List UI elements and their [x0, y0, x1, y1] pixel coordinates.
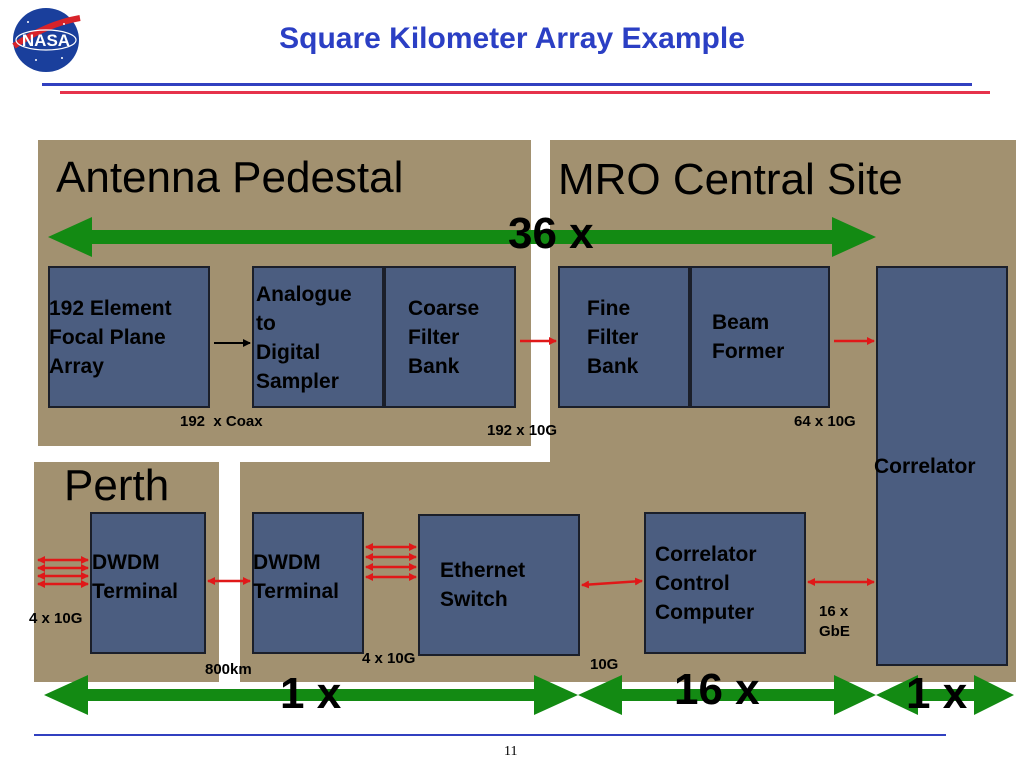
- correlator-control-computer-label: Correlator Control Computer: [655, 543, 757, 624]
- distance-label: 800km: [205, 661, 252, 678]
- computer-count-multiplier: 16 x: [674, 665, 760, 714]
- switch-to-computer-arrow: [581, 577, 643, 589]
- green-span-arrow-computers: [578, 675, 876, 715]
- focal-plane-array-label: 192 Element Focal Plane Array: [49, 297, 172, 378]
- adc-sampler-label: Analogue to Digital Sampler: [256, 283, 352, 393]
- dwdm-to-switch-arrows: [365, 543, 417, 581]
- dwdm-terminal-site-label: DWDM Terminal: [253, 551, 339, 603]
- ethernet-switch-label: Ethernet Switch: [440, 559, 526, 611]
- fine-filter-bank-label: Fine Filter Bank: [587, 297, 639, 378]
- switch-4x10g-link-label: 4 x 10G: [362, 650, 416, 667]
- correlator-control-computer-block: [644, 512, 806, 654]
- dwdm-terminal-site-block: [252, 512, 364, 654]
- perth-label: Perth: [64, 461, 170, 510]
- focal-plane-array-block: [48, 266, 210, 408]
- svg-text:NASA: NASA: [22, 31, 70, 50]
- gbe-16-link-label: 16 x GbE: [819, 603, 850, 640]
- green-span-arrow-perth-site: [44, 675, 578, 715]
- beam-former-label: Beam Former: [712, 311, 785, 363]
- perth-count-multiplier: 1 x: [280, 669, 342, 718]
- mro-central-site-label: MRO Central Site: [558, 155, 903, 204]
- ten-g-192-link-label: 192 x 10G: [487, 422, 558, 439]
- antenna-count-multiplier: 36 x: [508, 209, 594, 258]
- nasa-logo: NASA: [6, 4, 84, 74]
- coax-link-label: 192 x Coax: [180, 413, 263, 430]
- title-rule-red: [60, 91, 990, 94]
- perth-input-arrows: [37, 556, 89, 588]
- page-number: 11: [504, 744, 518, 759]
- beam-former-block: [690, 266, 830, 408]
- ten-g-64-link-label: 64 x 10G: [794, 413, 856, 430]
- adc-sampler-block: [252, 266, 384, 408]
- antenna-pedestal-label: Antenna Pedestal: [56, 153, 404, 202]
- perth-4x10g-link-label: 4 x 10G: [29, 610, 83, 627]
- green-span-arrow-correlator: [876, 675, 1014, 715]
- coarse-filter-bank-block: [384, 266, 516, 408]
- green-span-arrow-top: [48, 217, 876, 257]
- ethernet-switch-block: [418, 514, 580, 656]
- dwdm-terminal-perth-block: [90, 512, 206, 654]
- title-rule-blue: [42, 83, 972, 86]
- ten-g-link-label: 10G: [590, 656, 619, 673]
- footer-rule: [34, 734, 946, 736]
- coarse-filter-bank-label: Coarse Filter Bank: [408, 297, 480, 378]
- fine-filter-bank-block: [558, 266, 690, 408]
- slide-title: Square Kilometer Array Example: [279, 22, 745, 55]
- correlator-label: Correlator: [874, 455, 976, 478]
- dwdm-terminal-perth-label: DWDM Terminal: [92, 551, 178, 603]
- correlator-block: [876, 266, 1008, 666]
- correlator-count-multiplier: 1 x: [906, 669, 968, 718]
